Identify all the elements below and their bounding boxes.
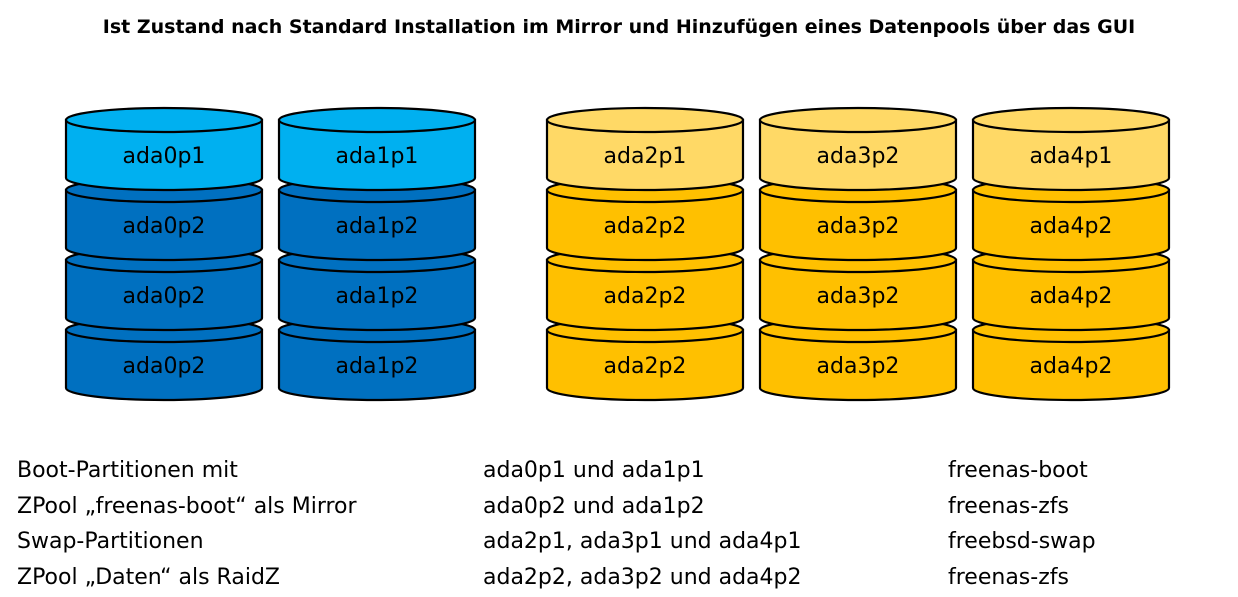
partition-label: ada4p2 — [1030, 284, 1113, 309]
legend-type: freenas-zfs — [948, 493, 1069, 519]
partition-body — [545, 188, 745, 262]
partition-body — [758, 188, 958, 262]
partition-label: ada2p2 — [604, 354, 687, 379]
disk-ada0: ada0p2 ada0p2 ada0p2 ada0p1 — [64, 106, 264, 402]
partition-label: ada1p1 — [336, 144, 419, 169]
partition-body — [545, 328, 745, 402]
partition-label: ada4p2 — [1030, 214, 1113, 239]
partition-body — [64, 328, 264, 402]
partition-body — [758, 328, 958, 402]
legend-description: Boot-Partitionen mit — [17, 458, 238, 483]
partition-segment: ada2p1 — [545, 106, 745, 192]
partition-label: ada3p2 — [817, 214, 900, 239]
partition-segment: ada0p1 — [64, 106, 264, 192]
disk-ada4: ada4p2 ada4p2 ada4p2 ada4p1 — [971, 106, 1171, 402]
partition-body — [758, 118, 958, 192]
partition-body — [64, 118, 264, 192]
partition-top — [758, 106, 958, 134]
partition-label: ada3p2 — [817, 354, 900, 379]
legend-partition: ada2p1, ada3p1 und ada4p1 — [483, 529, 802, 554]
partition-label: ada0p2 — [123, 284, 206, 309]
partition-body — [277, 188, 477, 262]
partition-body — [971, 328, 1171, 402]
legend-description: ZPool „freenas-boot“ als Mirror — [17, 493, 357, 519]
partition-label: ada0p1 — [123, 144, 206, 169]
partition-body — [277, 118, 477, 192]
partition-body — [545, 118, 745, 192]
disk-ada2: ada2p2 ada2p2 ada2p2 ada2p1 — [545, 106, 745, 402]
legend-descriptions: Boot-Partitionen mit ZPool „freenas-boot… — [17, 453, 357, 595]
partition-segment: ada4p1 — [971, 106, 1171, 192]
legend-type: freenas-boot — [948, 458, 1088, 483]
partition-body — [545, 258, 745, 332]
partition-body — [277, 258, 477, 332]
partition-body — [64, 258, 264, 332]
partition-top — [277, 106, 477, 134]
partition-label: ada1p2 — [336, 214, 419, 239]
legend-description: Swap-Partitionen — [17, 529, 204, 554]
partition-label: ada3p2 — [817, 284, 900, 309]
partition-label: ada1p2 — [336, 284, 419, 309]
legend-type: freebsd-swap — [948, 529, 1096, 554]
partition-top — [545, 106, 745, 134]
page-title: Ist Zustand nach Standard Installation i… — [102, 16, 1136, 38]
legend-partitions: ada0p1 und ada1p1 ada0p2 und ada1p2 ada2… — [483, 453, 801, 595]
partition-label: ada4p1 — [1030, 144, 1113, 169]
partition-body — [64, 188, 264, 262]
legend-partition: ada0p1 und ada1p1 — [483, 458, 705, 483]
partition-label: ada2p2 — [604, 214, 687, 239]
partition-label: ada3p2 — [817, 144, 900, 169]
partition-top — [64, 106, 264, 134]
partition-label: ada1p2 — [336, 354, 419, 379]
partition-body — [971, 188, 1171, 262]
partition-label: ada2p1 — [604, 144, 687, 169]
legend-partition: ada2p2, ada3p2 und ada4p2 — [483, 564, 802, 590]
partition-segment: ada3p2 — [758, 106, 958, 192]
partition-label: ada4p2 — [1030, 354, 1113, 379]
partition-label: ada0p2 — [123, 354, 206, 379]
partition-body — [971, 118, 1171, 192]
disk-ada3: ada3p2 ada3p2 ada3p2 ada3p2 — [758, 106, 958, 402]
partition-label: ada2p2 — [604, 284, 687, 309]
legend-types: freenas-boot freenas-zfs freebsd-swap fr… — [948, 453, 1096, 595]
disk-ada1: ada1p2 ada1p2 ada1p2 ada1p1 — [277, 106, 477, 402]
partition-top — [971, 106, 1171, 134]
partition-body — [758, 258, 958, 332]
partition-body — [971, 258, 1171, 332]
legend-partition: ada0p2 und ada1p2 — [483, 493, 705, 519]
legend-description: ZPool „Daten“ als RaidZ — [17, 564, 280, 590]
disk-diagram: ada0p2ada0p2ada0p2ada0p1ada1p2ada1p2ada1… — [64, 106, 1171, 402]
partition-body — [277, 328, 477, 402]
legend-type: freenas-zfs — [948, 564, 1069, 590]
partition-segment: ada1p1 — [277, 106, 477, 192]
partition-label: ada0p2 — [123, 214, 206, 239]
